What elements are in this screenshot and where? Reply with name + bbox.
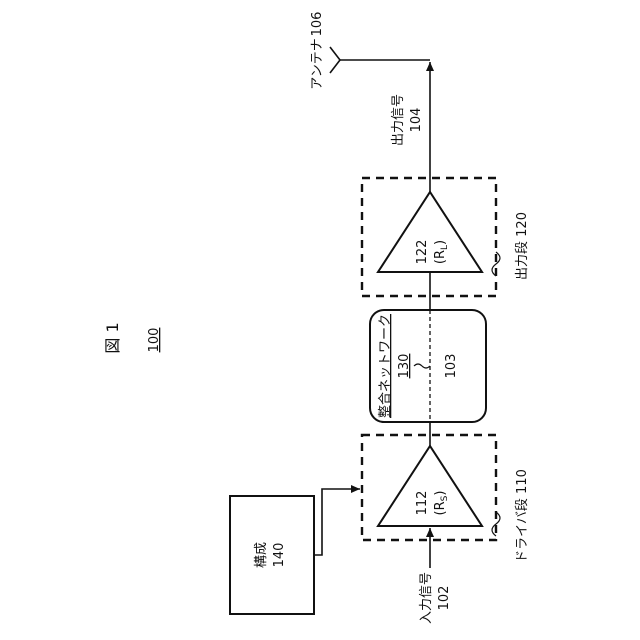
driver-amp-label: 112 (RS) [415, 491, 450, 516]
antenna-label: アンテナ [310, 38, 325, 89]
figure-title: 図 1 [103, 322, 122, 353]
output-signal-ref: 104 [409, 108, 424, 133]
antenna-ref-text: 106 [310, 12, 325, 37]
output-amp-label: 122 (RL) [415, 240, 450, 265]
config-control-line [314, 489, 360, 555]
figure-number-text: 100 [147, 328, 162, 353]
matching-network-label: 整合ネットワーク [378, 314, 393, 418]
figure-caption: 図 1 [103, 322, 122, 353]
output-stage-label-text: 出力段 120 [515, 212, 530, 280]
driver-amp-ref: 112 [415, 491, 430, 516]
signal-103-label: 103 [444, 354, 459, 379]
signal-103-label-text: 103 [444, 354, 459, 379]
figure-number: 100 [147, 328, 162, 353]
output-amp-ref: 122 [415, 240, 430, 265]
output-stage-label: 出力段 120 [515, 212, 530, 280]
output-signal-label: 出力信号 [391, 94, 406, 146]
output-signal-ref-text: 104 [409, 108, 424, 133]
output-amplifier [378, 192, 482, 272]
driver-stage-label-text: ドライバ段 110 [515, 469, 530, 563]
input-signal-label: 入力信号 [419, 572, 434, 624]
driver-amp-param: (RS) [433, 491, 450, 516]
driver-stage-label: ドライバ段 110 [515, 469, 530, 563]
matching-network-label-text: 整合ネットワーク [378, 314, 393, 418]
output-signal-label-text: 出力信号 [391, 94, 406, 146]
input-signal-label-text: 入力信号 [419, 572, 434, 624]
input-signal-ref: 102 [437, 586, 452, 611]
input-signal-ref-text: 102 [437, 586, 452, 611]
driver-amplifier [378, 446, 482, 526]
config-label-text: 構成 [254, 542, 269, 568]
antenna-icon [330, 47, 430, 73]
antenna-label-text: アンテナ [310, 38, 325, 89]
output-amp-param: (RL) [433, 240, 450, 264]
antenna-ref: 106 [310, 12, 325, 37]
config-ref-text: 140 [272, 543, 287, 568]
matching-network-ref-text: 130 [397, 354, 412, 379]
matching-network-ref: 130 [397, 354, 412, 379]
